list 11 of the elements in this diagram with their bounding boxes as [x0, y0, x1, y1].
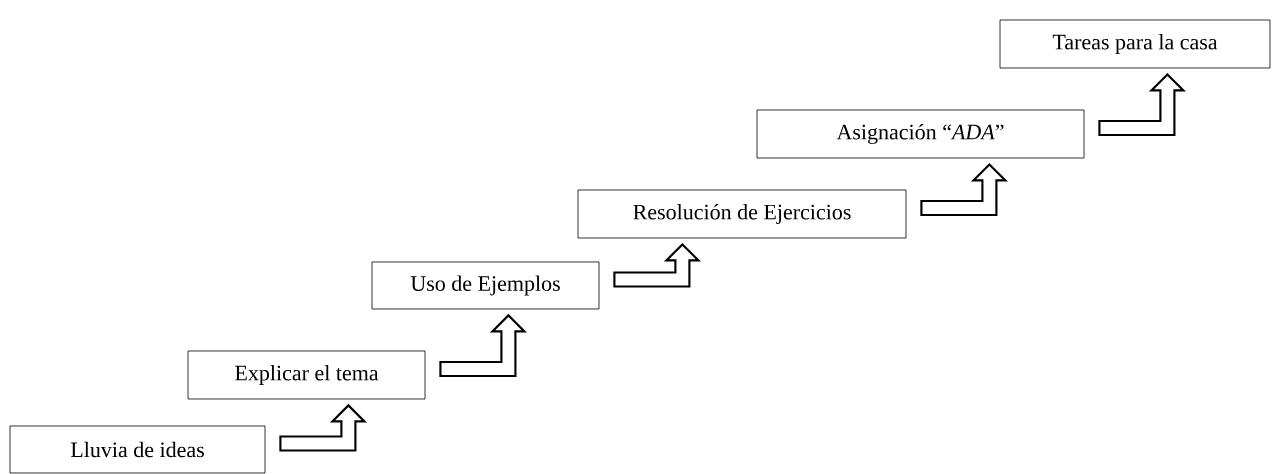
bent-arrow	[920, 162, 1008, 217]
bent-arrow	[439, 313, 527, 378]
process-box: Explicar el tema	[187, 350, 426, 400]
process-box: Uso de Ejemplos	[371, 261, 600, 310]
bent-arrow	[279, 403, 367, 452]
process-box: Tareas para la casa	[999, 19, 1271, 69]
bent-arrow	[1098, 72, 1186, 137]
bent-arrow	[613, 242, 701, 288]
process-box: Asignación “ADA”	[756, 109, 1085, 159]
process-box: Resolución de Ejercicios	[577, 189, 907, 239]
process-box: Lluvia de ideas	[9, 425, 266, 474]
